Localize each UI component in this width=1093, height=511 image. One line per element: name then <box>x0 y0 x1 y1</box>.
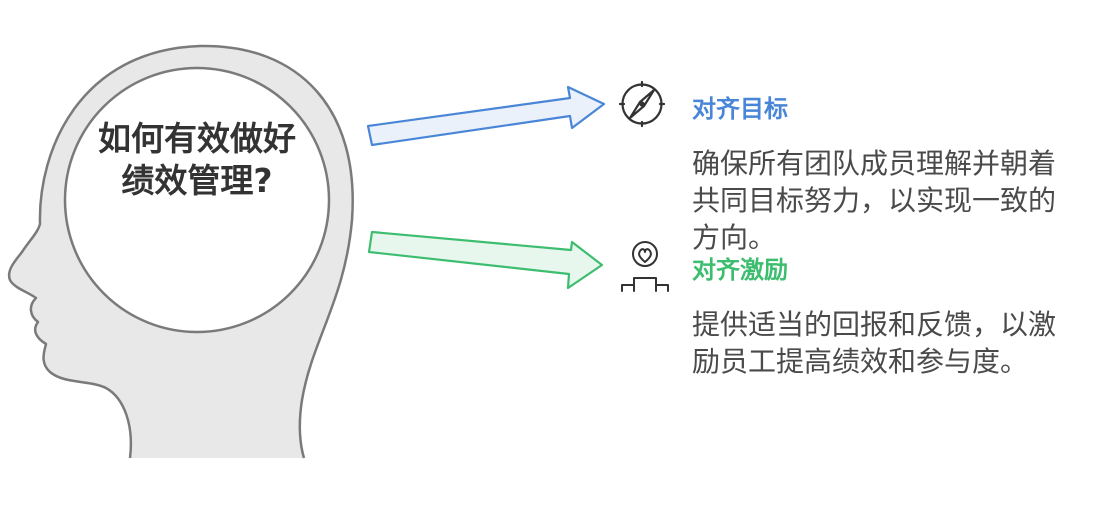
compass-icon <box>618 80 666 128</box>
heading-align-incentives: 对齐激励 <box>692 256 788 284</box>
center-title: 如何有效做好绩效管理? <box>98 119 296 200</box>
heading-align-goals: 对齐目标 <box>692 95 788 123</box>
arrow-to-align-goals <box>366 85 606 147</box>
arrow-to-align-incentives <box>367 230 604 290</box>
description-align-incentives: 提供适当的回报和反馈，以激励员工提高绩效和参与度。 <box>692 308 1057 378</box>
person-heart-icon <box>621 241 669 292</box>
head-circle <box>63 66 331 334</box>
description-align-goals: 确保所有团队成员理解并朝着共同目标努力，以实现一致的方向。 <box>692 147 1057 254</box>
